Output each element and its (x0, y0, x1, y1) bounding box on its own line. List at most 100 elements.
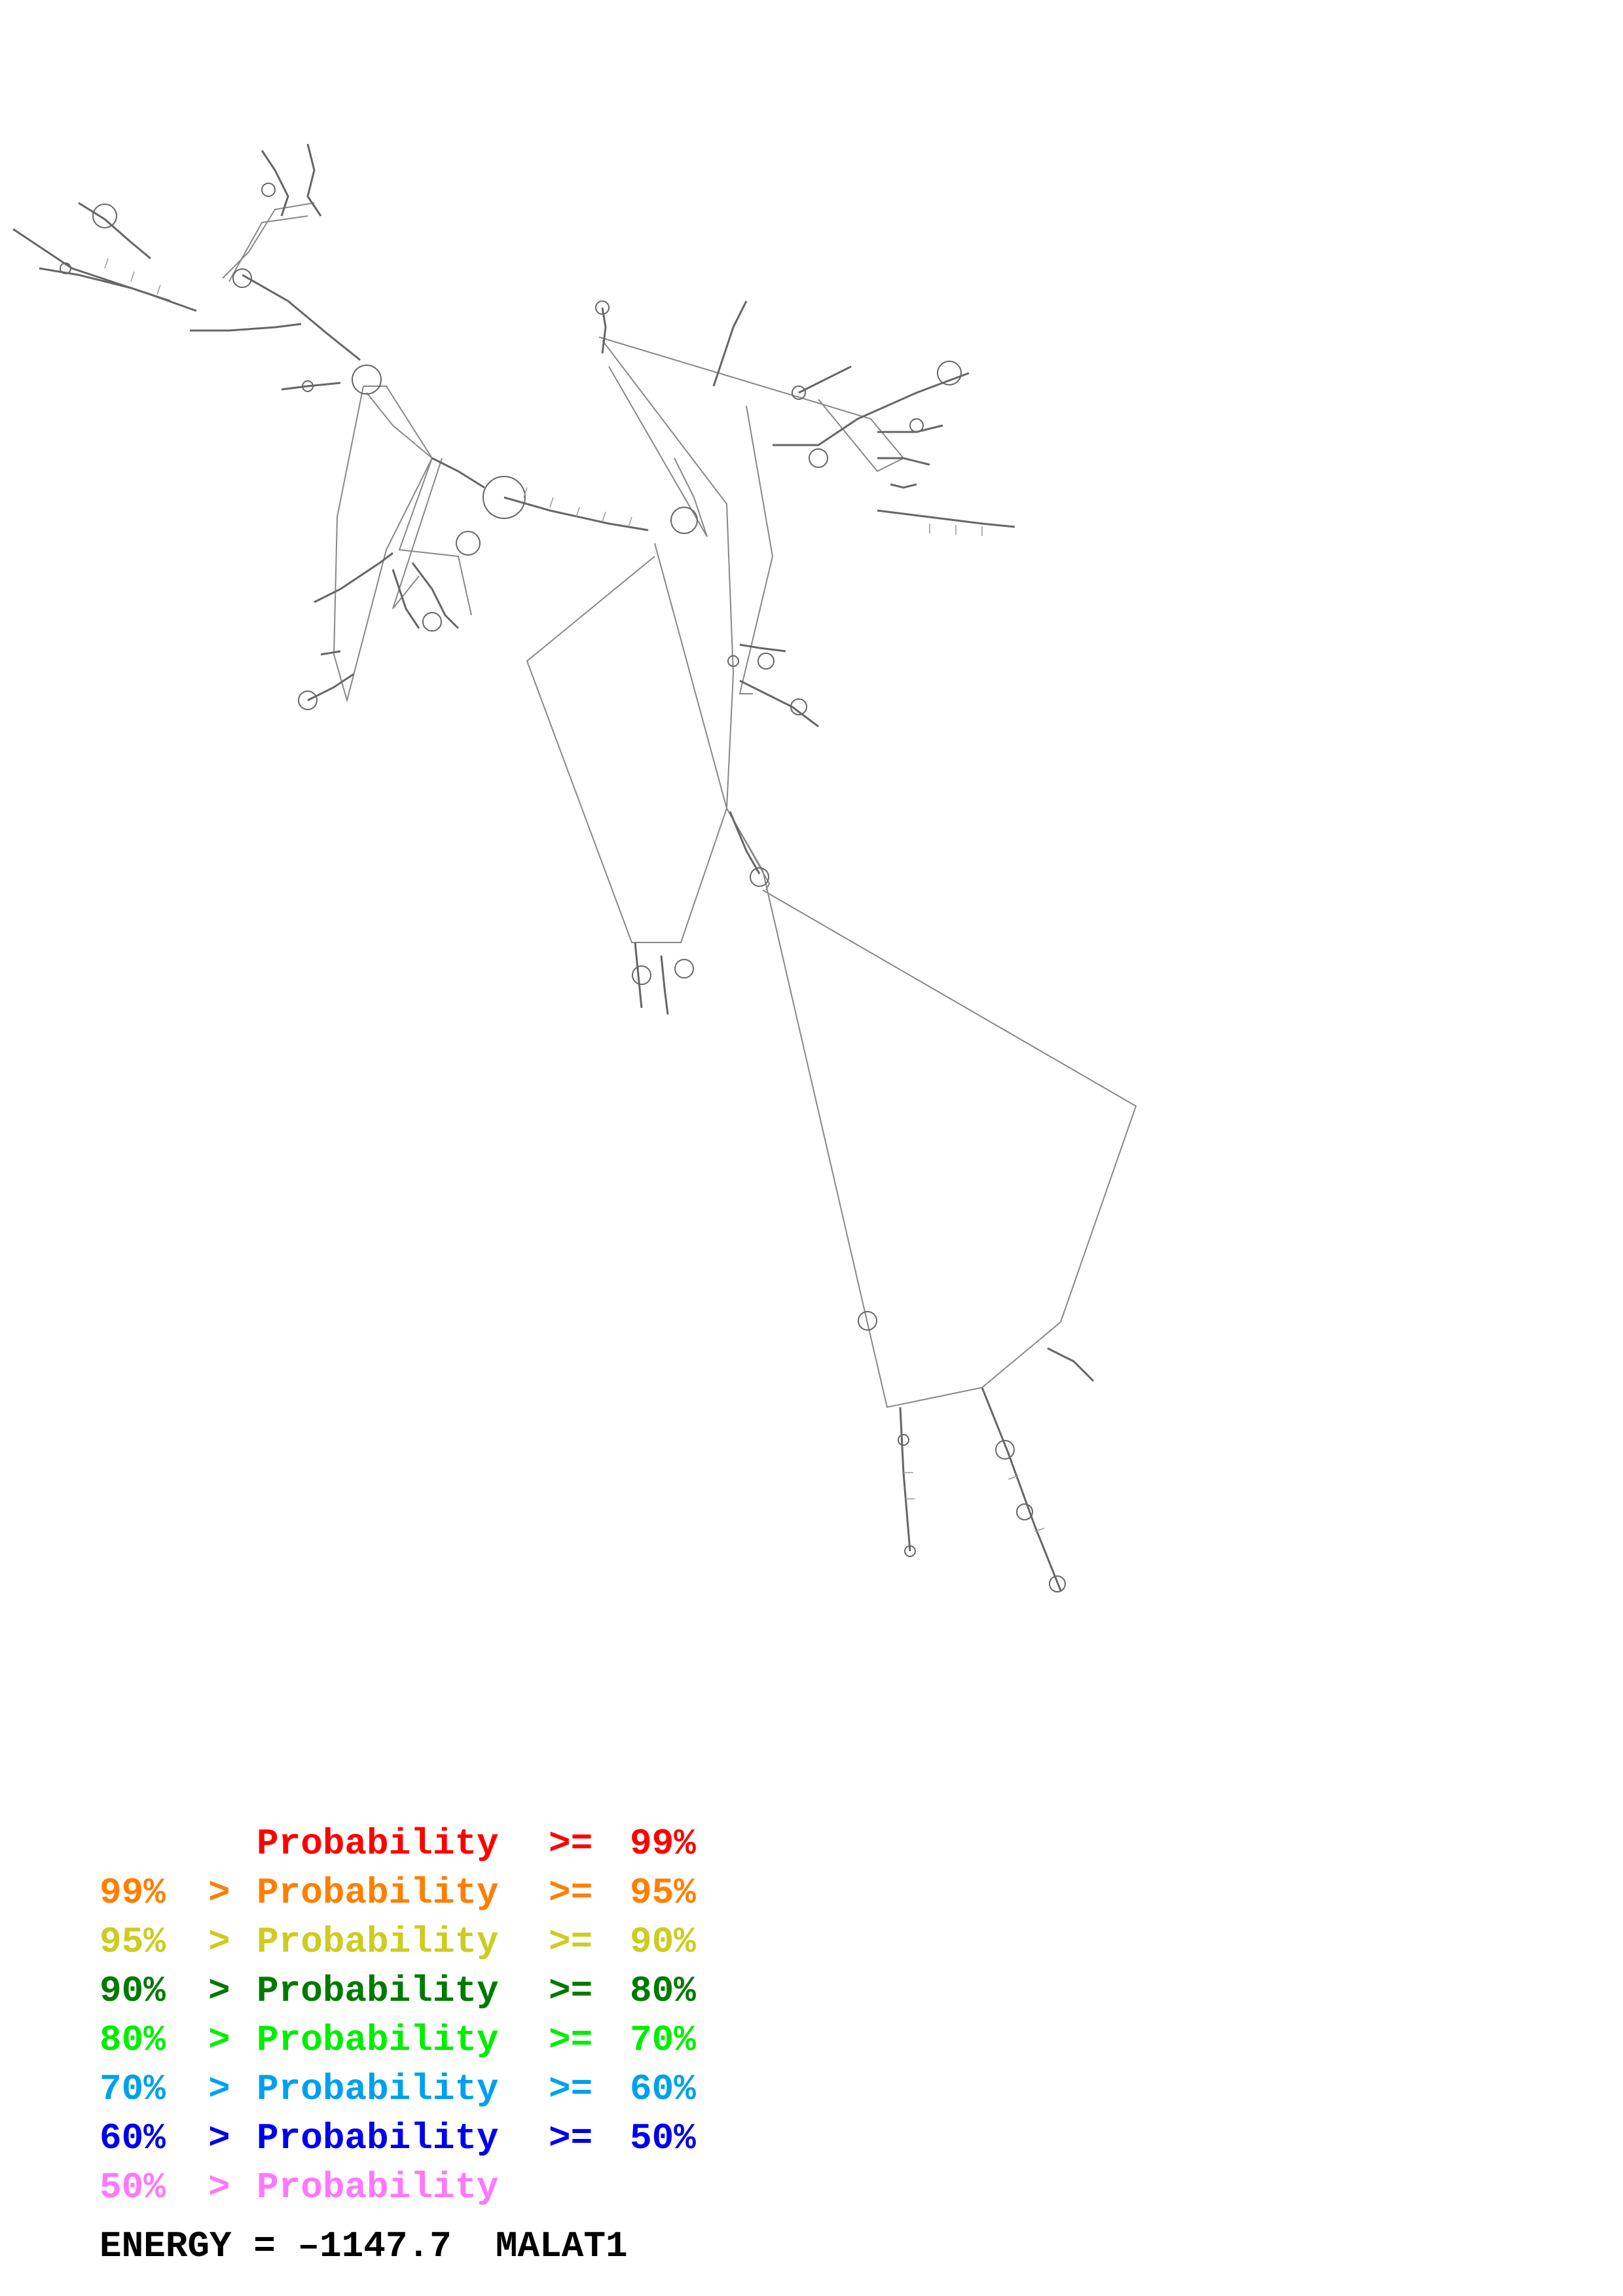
energy-label: ENERGY = (100, 2225, 298, 2267)
stem-left-lower-2 (307, 673, 354, 702)
legend-gt-symbol: > (208, 2117, 230, 2159)
legend-ge-symbol: >= (549, 2068, 593, 2110)
stem-left-lower-1 (314, 552, 393, 603)
loop (995, 1440, 1015, 1460)
stem-central-up-left (431, 457, 485, 489)
stem-right-mid-2 (739, 643, 786, 653)
helix-stems (12, 143, 1095, 1591)
loop (422, 612, 442, 632)
legend-upper-bound: 90% (630, 1921, 696, 1963)
backbone-left-upper (366, 392, 433, 459)
tick (628, 516, 632, 528)
legend-lower-bound: 70% (100, 2068, 166, 2110)
backbone-upper-right-3 (739, 405, 774, 694)
legend-gt-symbol: > (208, 2166, 230, 2208)
stem-top-left-vertical (261, 150, 289, 217)
legend-lower-bound: 60% (100, 2117, 166, 2159)
legend-upper-bound: 80% (630, 1970, 696, 2012)
legend-gt-symbol: > (208, 1872, 230, 1914)
rna-secondary-structure-diagram (12, 143, 1137, 1592)
stem-left-diagonal (242, 274, 361, 361)
legend-row: Probability>=99% (0, 1820, 786, 1869)
legend-gt-symbol: > (208, 2019, 230, 2061)
legend-lower-bound: 50% (100, 2166, 166, 2208)
legend-ge-symbol: >= (549, 2117, 593, 2159)
legend-row: 70%>Probability>=60% (0, 2065, 786, 2114)
stem-left-horizontal (190, 323, 302, 332)
legend-probability-word: Probability (257, 2068, 499, 2110)
footer-spacer (452, 2225, 496, 2267)
legend-upper-bound: 50% (630, 2117, 696, 2159)
stem-left-small (281, 382, 341, 391)
legend-lower-bound: 80% (100, 2019, 166, 2061)
legend-ge-symbol: >= (549, 1921, 593, 1963)
stem-upper-right-fan-6 (890, 483, 917, 489)
legend-ge-symbol: >= (549, 1823, 593, 1865)
backbone-top-left-2 (228, 215, 308, 282)
legend-probability-word: Probability (257, 1872, 499, 1914)
loop (792, 386, 806, 400)
legend-probability-word: Probability (257, 1823, 499, 1865)
base-ticks (104, 258, 1045, 1532)
stem-upper-right-fan-5 (877, 457, 930, 466)
loop (632, 965, 651, 985)
legend-probability-word: Probability (257, 2166, 499, 2208)
stem-top-left-hairpin (306, 143, 322, 217)
stem-lower-center-2 (660, 955, 669, 1015)
backbone-top-left-1 (222, 202, 315, 279)
loop (261, 183, 276, 197)
probability-legend: Probability>=99%99%>Probability>=95%95%>… (0, 1820, 786, 2212)
loop (352, 365, 382, 395)
legend-gt-symbol: > (208, 1921, 230, 1963)
stem-left-lower-3 (320, 650, 341, 656)
loop (674, 959, 694, 978)
legend-probability-word: Probability (257, 2117, 499, 2159)
legend-upper-bound: 60% (630, 2068, 696, 2110)
legend-row: 50% > Probability (0, 2163, 786, 2212)
legend-ge-symbol: >= (549, 1970, 593, 2012)
backbone-upper-right-2 (608, 366, 708, 537)
loop (858, 1311, 877, 1331)
loop (1049, 1575, 1066, 1592)
stem-bottom-right-small (1047, 1347, 1095, 1382)
legend-lower-bound: 95% (100, 1921, 166, 1963)
backbone-upper-right (602, 340, 735, 809)
loop (937, 361, 962, 386)
legend-row: 80%>Probability>=70% (0, 2016, 786, 2065)
backbone-mid-left (398, 457, 472, 616)
tick (1008, 1475, 1019, 1480)
stem-top-left-upper (78, 202, 151, 260)
loop (727, 655, 739, 667)
backbone-mid-left-2 (392, 457, 443, 609)
tick (523, 487, 528, 498)
legend-row: 99%>Probability>=95% (0, 1869, 786, 1918)
sequence-name: MALAT1 (495, 2225, 628, 2267)
tick (549, 497, 554, 508)
stem-center-hairpin (729, 811, 761, 874)
structure-backbone (222, 202, 1137, 1408)
legend-lower-bound: 99% (100, 1872, 166, 1914)
loop (595, 300, 610, 315)
loop (1016, 1503, 1033, 1520)
stem-top-left-arm (12, 228, 197, 312)
legend-gt-symbol: > (208, 1970, 230, 2012)
tick (602, 511, 606, 522)
tick (130, 271, 135, 282)
tick (156, 284, 161, 295)
legend-ge-symbol: >= (549, 2019, 593, 2061)
backbone-center-loop (526, 556, 771, 943)
stem-lower-center (634, 942, 643, 1009)
legend-lower-bound: 90% (100, 1970, 166, 2012)
stem-upper-right-fan-4 (798, 365, 852, 394)
tick (104, 258, 109, 269)
legend-probability-word: Probability (257, 1921, 499, 1963)
legend-upper-bound: 70% (630, 2019, 696, 2061)
loop (790, 698, 807, 715)
legend-row: 95% > Probability >= 90% (0, 1918, 786, 1967)
stem-left-lower-5 (392, 569, 420, 629)
energy-footer: ENERGY = –1147.7 MALAT1 (100, 2225, 628, 2267)
loop (92, 204, 117, 228)
loop (809, 448, 828, 468)
backbone-right-main (654, 543, 1137, 1408)
stem-bottom-right (981, 1387, 1062, 1591)
